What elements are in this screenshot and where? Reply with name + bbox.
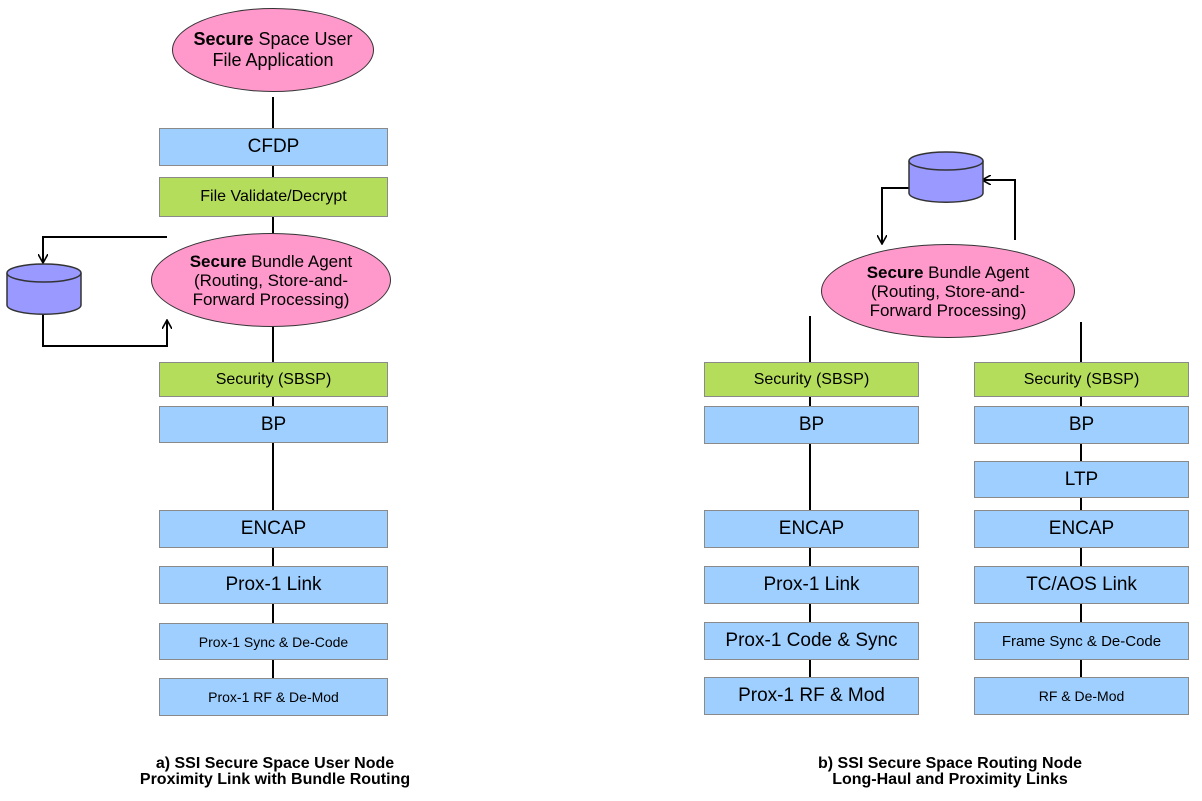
left-agent-line1: Secure Bundle Agent [189,251,353,271]
right-bundle-agent-oval: Secure Bundle Agent (Routing, Store-and-… [821,244,1075,338]
right-agent-line1: Secure Bundle Agent [866,262,1030,282]
right-lh-bp-box: BP [974,406,1189,444]
right-caption-line2: Long-Haul and Proximity Links [832,771,1068,788]
left-user-app-oval: Secure Space User File Application [172,8,374,92]
left-user-app-line1: Secure Space User [193,29,353,49]
left-agent-line2: (Routing, Store-and- [193,270,349,290]
left-user-app-line2: File Application [212,50,334,70]
right-lh-frame-sync-box: Frame Sync & De-Code [974,622,1189,660]
right-agent-line2: (Routing, Store-and- [870,281,1026,301]
left-caption-line1: a) SSI Secure Space User Node [155,755,395,772]
right-prox-security-box: Security (SBSP) [704,362,919,397]
right-loop-to-storage [983,180,1016,240]
right-prox-code-sync-box: Prox-1 Code & Sync [704,622,919,660]
right-prox-bp-box: BP [704,406,919,444]
left-security-box: Security (SBSP) [159,362,388,397]
left-bp-box: BP [159,406,388,443]
right-lh-rf-demod-box: RF & De-Mod [974,677,1189,715]
right-lh-security-box: Security (SBSP) [974,362,1189,397]
right-prox-link-box: Prox-1 Link [704,566,919,604]
left-loop-to-storage [43,236,167,262]
right-agent-line3: Forward Processing) [869,300,1027,320]
left-caption: a) SSI Secure Space User Node Proximity … [60,756,490,788]
left-rf-demod-box: Prox-1 RF & De-Mod [159,678,388,716]
left-loop-to-agent [42,314,167,347]
left-file-validate-box: File Validate/Decrypt [159,177,388,217]
right-prox-rf-mod-box: Prox-1 RF & Mod [704,677,919,715]
left-agent-line3: Forward Processing) [192,289,350,309]
right-lh-link-box: TC/AOS Link [974,566,1189,604]
left-caption-line2: Proximity Link with Bundle Routing [139,771,411,788]
right-storage-icon [908,151,984,203]
left-storage-icon [6,263,82,315]
left-bundle-agent-oval: Secure Bundle Agent (Routing, Store-and-… [151,233,391,327]
right-loop-to-agent [882,187,909,243]
right-caption-line1: b) SSI Secure Space Routing Node [817,755,1083,772]
left-cfdp-box: CFDP [159,128,388,166]
right-caption: b) SSI Secure Space Routing Node Long-Ha… [740,756,1160,788]
left-prox-link-box: Prox-1 Link [159,566,388,604]
left-encap-box: ENCAP [159,510,388,548]
right-lh-ltp-box: LTP [974,461,1189,498]
right-lh-encap-box: ENCAP [974,510,1189,548]
left-sync-decode-box: Prox-1 Sync & De-Code [159,623,388,660]
right-prox-encap-box: ENCAP [704,510,919,548]
